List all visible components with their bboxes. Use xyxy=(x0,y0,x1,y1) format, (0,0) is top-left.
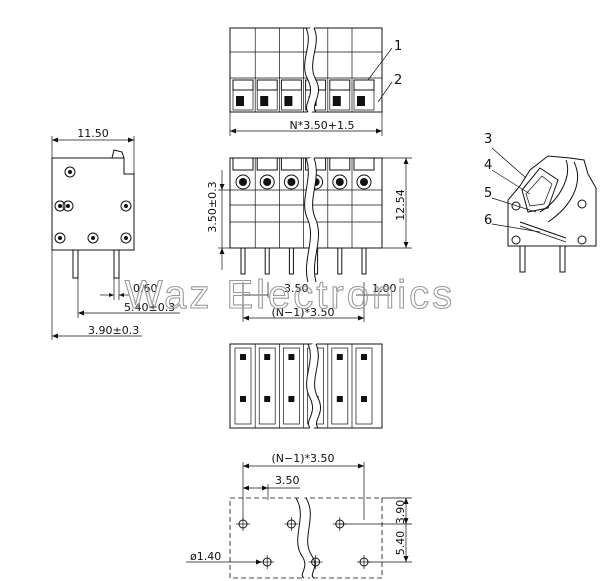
footprint-span-dim: (N−1)*3.50 xyxy=(271,452,334,465)
callout-3: 3 xyxy=(484,132,492,147)
front-slot-opening xyxy=(284,96,293,106)
front-slot-body xyxy=(281,90,302,111)
front-slot xyxy=(329,79,351,91)
callout-1: 1 xyxy=(394,39,402,54)
footprint-hole-dia-dim: ø1.40 xyxy=(190,550,221,563)
mount-hole-center xyxy=(91,236,95,240)
bottom-cell xyxy=(234,347,252,425)
bottom-cell xyxy=(355,347,373,425)
front-slot-opening xyxy=(357,96,365,106)
wire-entry xyxy=(356,174,372,190)
pcb-pin xyxy=(288,247,294,275)
front-slot-opening xyxy=(236,96,244,106)
mount-hole xyxy=(120,232,132,244)
center-view: 3.50±0.3 12.54 3.50 1.00 (N−1)*3.50 xyxy=(206,156,412,322)
footprint-pitch-dim: 3.50 xyxy=(275,474,300,487)
front-slot-body xyxy=(256,90,278,111)
front-slot xyxy=(353,79,375,91)
bottom-mark-bottom xyxy=(264,396,271,402)
side-view: 11.50 0.60 5.40±0.3 3.90±0.3 xyxy=(51,127,180,340)
watermark: Waz Electronics xyxy=(125,273,455,317)
side-pin-length-dim: 5.40±0.3 xyxy=(124,301,175,314)
mount-hole xyxy=(64,166,76,178)
mount-hole-center xyxy=(66,204,70,208)
bottom-mark-bottom xyxy=(361,396,367,402)
bottom-mark-top xyxy=(336,354,343,360)
wire-entry-core xyxy=(263,178,272,186)
section-view: 3 4 5 6 xyxy=(484,132,597,273)
wire-entry-core xyxy=(360,178,368,186)
side-width-dim: 11.50 xyxy=(77,127,109,140)
mount-hole-center xyxy=(124,236,128,240)
mount-hole xyxy=(87,232,99,244)
bottom-mark-top xyxy=(288,354,295,360)
callout-6: 6 xyxy=(484,213,492,228)
bottom-cell xyxy=(331,347,349,425)
pcb-pin xyxy=(361,247,367,275)
front-slot-opening xyxy=(260,96,269,106)
wire-entry-core xyxy=(287,178,296,186)
front-slot-body xyxy=(232,90,254,111)
wire-entry xyxy=(235,174,251,190)
center-height-right-dim: 12.54 xyxy=(394,189,407,221)
side-pin-offset-dim: 3.90±0.3 xyxy=(88,324,139,337)
bottom-mark-top xyxy=(240,354,246,360)
front-slot-body xyxy=(305,90,326,111)
mount-hole-center xyxy=(58,236,62,240)
side-pin-width-dim: 0.60 xyxy=(133,282,158,295)
pcb-footprint: (N−1)*3.50 3.50 3.90 5.40 ø1.40 xyxy=(186,452,412,581)
wire-entry-core xyxy=(239,178,247,186)
bottom-mark-bottom xyxy=(336,396,343,402)
lever-head xyxy=(280,157,302,171)
wire-entry xyxy=(283,174,299,190)
center-pitch-dim: 3.50 xyxy=(284,282,309,295)
footprint-row-span-dim: 5.40 xyxy=(394,531,407,556)
front-slot xyxy=(280,79,302,91)
mount-hole-center xyxy=(58,204,62,208)
mount-hole xyxy=(120,200,132,212)
pcb-pin xyxy=(337,247,343,275)
mount-hole xyxy=(54,232,66,244)
bottom-cell xyxy=(283,347,300,425)
mount-hole-center xyxy=(68,170,72,174)
footprint-row-offset-dim: 3.90 xyxy=(394,500,407,525)
bottom-mark-bottom xyxy=(240,396,246,402)
bottom-mark-bottom xyxy=(288,396,295,402)
front-slot-body xyxy=(353,90,375,111)
wire-entry xyxy=(332,174,348,190)
center-height-left-dim: 3.50±0.3 xyxy=(206,181,219,232)
mount-hole xyxy=(62,200,74,212)
bottom-cell xyxy=(258,347,276,425)
wire-entry-core xyxy=(335,178,344,186)
lever-head xyxy=(353,157,375,171)
mount-hole-center xyxy=(124,204,128,208)
lever-head xyxy=(232,157,254,171)
pcb-pin xyxy=(264,247,270,275)
callout-5: 5 xyxy=(484,186,492,201)
front-view: N*3.50+1.5 1 2 xyxy=(229,26,402,136)
front-overall-dim: N*3.50+1.5 xyxy=(290,119,355,132)
lever-head xyxy=(329,157,351,171)
pcb-pin xyxy=(240,247,246,275)
callout-2: 2 xyxy=(394,73,402,88)
wire-entry xyxy=(259,174,275,190)
front-slot xyxy=(256,79,278,91)
front-slot xyxy=(232,79,254,91)
center-pin-dia-dim: 1.00 xyxy=(372,282,397,295)
front-slot-opening xyxy=(332,96,341,106)
callout-4: 4 xyxy=(484,158,492,173)
bottom-view xyxy=(229,342,383,431)
bottom-mark-top xyxy=(264,354,271,360)
bottom-mark-top xyxy=(361,354,367,360)
front-slot-body xyxy=(329,90,351,111)
mount-hole xyxy=(54,200,66,212)
lever-head xyxy=(256,157,278,171)
center-span-dim: (N−1)*3.50 xyxy=(271,306,334,319)
